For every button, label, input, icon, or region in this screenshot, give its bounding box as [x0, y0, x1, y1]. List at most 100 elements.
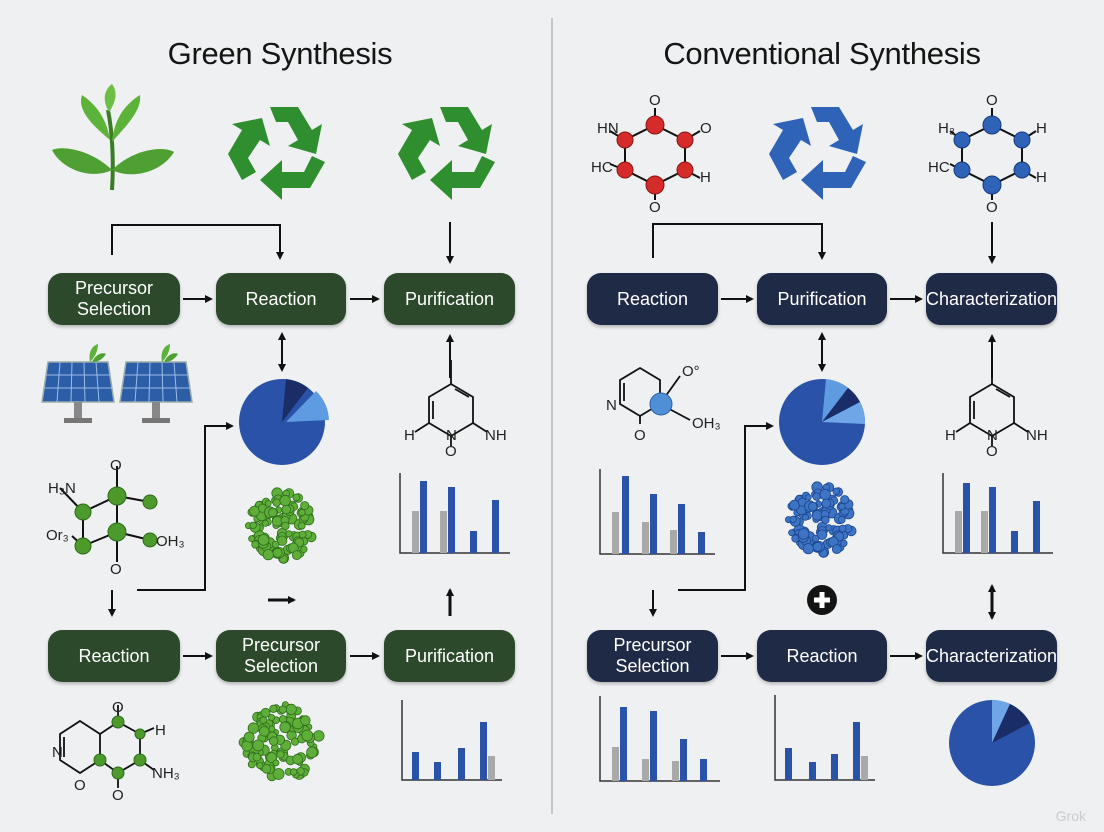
bar-chart-bar [612, 512, 619, 554]
atom-label: NH [485, 427, 507, 444]
recycle-icon [228, 107, 325, 200]
bar-chart-bar [1011, 531, 1018, 553]
atom-label: H [700, 169, 711, 186]
bar-chart-bar [861, 756, 868, 780]
molecule-icon [949, 108, 1037, 200]
bar-chart-bar [698, 532, 705, 554]
step-purification: Purification [384, 630, 515, 682]
connector-arrow [111, 224, 284, 260]
connector-arrow [678, 422, 774, 591]
molecule-icon [59, 466, 158, 562]
atom-label: N [446, 427, 457, 444]
step-purification: Purification [384, 273, 515, 325]
atom-label: H [155, 722, 166, 739]
atom-label: OH₃ [156, 533, 185, 550]
atom-label: O [110, 561, 122, 578]
pie-chart-icon [239, 379, 329, 465]
leaf-icon [52, 84, 174, 191]
bar-chart-bar [458, 748, 465, 780]
bar-chart-axis [774, 695, 875, 781]
nanoparticle [268, 507, 278, 518]
step-reaction: Reaction [587, 273, 718, 325]
step-reaction: Reaction [216, 273, 346, 325]
nanoparticle [264, 499, 272, 507]
atom-label: O° [682, 363, 700, 380]
atom-label: O [649, 199, 661, 216]
nanoparticle [797, 528, 810, 540]
bar-chart-bar [963, 483, 970, 553]
bar-chart-bar [470, 531, 477, 553]
atom-label: HC [928, 159, 950, 176]
atom-label: O [634, 427, 646, 444]
atom-label: H [1036, 120, 1047, 137]
step-precursor-selection: Precursor Selection [48, 273, 180, 325]
nanoparticle [811, 509, 823, 521]
nanoparticle-cluster-icon [245, 487, 317, 564]
pie-chart-icon [779, 379, 866, 465]
bar-chart-bar [670, 530, 677, 554]
atom-label: O [986, 443, 998, 460]
molecule-icon [59, 705, 155, 788]
bar-chart-bar [650, 711, 657, 781]
nanoparticle [297, 521, 306, 530]
bar-chart-bar [1033, 501, 1040, 553]
bar-chart-bar [680, 739, 687, 781]
recycle-icon [398, 107, 495, 200]
nanoparticle [812, 541, 823, 552]
nanoparticle [301, 729, 314, 742]
atom-label: O [986, 92, 998, 109]
solar-panel-icon [41, 344, 115, 423]
nanoparticle [252, 739, 265, 752]
nanoparticle [285, 703, 297, 716]
nanoparticle [258, 725, 270, 737]
nanoparticle [804, 493, 812, 501]
nanoparticle [838, 524, 847, 533]
nanoparticle [840, 495, 850, 505]
step-characterization: Characterization [926, 630, 1057, 682]
nanoparticle [262, 549, 274, 561]
molecule-icon [609, 108, 701, 200]
atom-label: HC [591, 159, 613, 176]
bar-chart-bar [488, 756, 495, 780]
bar-chart-bar [809, 762, 816, 780]
plus-icon [807, 585, 837, 615]
atom-label: H [404, 427, 415, 444]
bar-chart-bar [678, 504, 685, 554]
atom-label: HN [597, 120, 619, 137]
nanoparticle [285, 530, 293, 538]
bar-chart-bar [989, 487, 996, 553]
nanoparticle [272, 759, 280, 767]
nanoparticle [261, 519, 269, 527]
bar-chart-bar [480, 722, 487, 780]
nanoparticle [821, 498, 832, 509]
nanoparticle [249, 521, 257, 529]
pie-chart-icon [949, 700, 1035, 786]
atom-label: O [110, 457, 122, 474]
nanoparticle [811, 534, 820, 543]
nanoparticle [261, 763, 272, 774]
nanoparticle [243, 731, 255, 743]
connector-arrow [652, 223, 826, 260]
bar-chart-bar [700, 759, 707, 781]
nanoparticle-cluster-icon [785, 481, 857, 558]
nanoparticle [812, 492, 821, 501]
nanoparticle [838, 502, 846, 511]
panel-title-green: Green Synthesis [167, 36, 393, 71]
nanoparticle [292, 493, 301, 502]
atom-label: H [1036, 169, 1047, 186]
nanoparticle [269, 704, 278, 713]
bar-chart-bar [620, 707, 627, 781]
bar-chart-bar [412, 752, 419, 780]
watermark-text: Grok [1055, 808, 1086, 824]
bar-chart-bar [650, 494, 657, 554]
nanoparticle [279, 721, 291, 734]
nanoparticle [289, 768, 298, 776]
nanoparticle [816, 529, 828, 540]
atom-label: O [986, 199, 998, 216]
nanoparticle [271, 515, 283, 527]
atom-label: N [52, 744, 63, 761]
step-reaction: Reaction [757, 630, 887, 682]
nanoparticle [276, 535, 288, 546]
nanoparticle [272, 547, 283, 558]
